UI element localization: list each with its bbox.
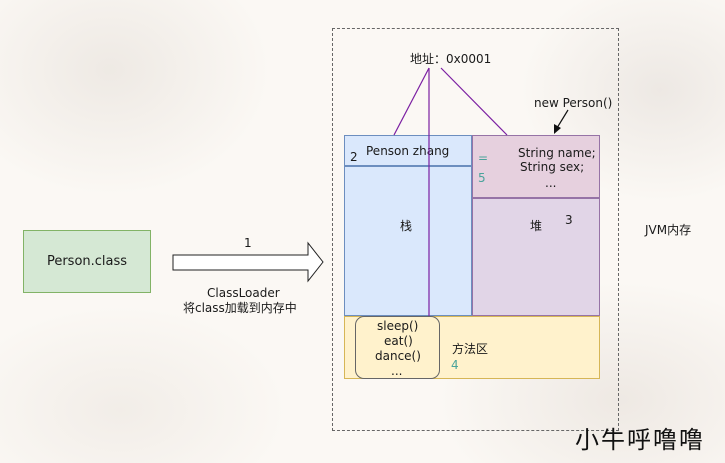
- heap-field-more: ...: [545, 176, 557, 190]
- address-label: 地址：0x0001: [410, 52, 492, 66]
- new-person-pointer-line: [556, 109, 569, 129]
- heap-area: [472, 198, 600, 316]
- heap-number-5: 5: [478, 171, 486, 185]
- jvm-memory-area: [332, 28, 619, 431]
- jvm-memory-label: JVM内存: [645, 223, 692, 237]
- stack-label: 栈: [400, 219, 413, 233]
- classloader-label: ClassLoader: [207, 286, 280, 300]
- heap-field-name: String name;: [518, 146, 596, 160]
- method-area-label: 方法区: [452, 342, 489, 356]
- person-class-label: Person.class: [46, 254, 128, 269]
- method-sleep: sleep(): [377, 319, 419, 333]
- address-line-heap: [440, 67, 508, 136]
- classloader-arrow: [172, 241, 324, 283]
- stack-reference-cell: [344, 135, 472, 166]
- method-eat: eat(): [384, 334, 413, 348]
- classloader-caption: 将class加载到内存中: [183, 301, 297, 315]
- watermark: 小牛呼噜噜: [575, 426, 705, 454]
- method-dance: dance(): [375, 349, 421, 363]
- methods-list-box: [355, 316, 440, 379]
- heap-number-3: 3: [565, 213, 573, 227]
- heap-label: 堆: [530, 219, 543, 233]
- step-1-number: 1: [244, 236, 252, 250]
- new-person-pointer-head: [554, 124, 561, 134]
- heap-object-cell: [472, 135, 600, 198]
- heap-equals-sign: =: [478, 151, 489, 165]
- new-person-label: new Person(): [534, 96, 613, 110]
- method-area-number-4: 4: [451, 358, 459, 372]
- method-more: ...: [391, 364, 403, 378]
- stack-area: [344, 166, 472, 316]
- address-line-stack: [393, 67, 430, 136]
- person-class-box: Person.class: [23, 230, 151, 293]
- heap-field-sex: String sex;: [520, 160, 585, 174]
- stack-ref-number: 2: [350, 150, 358, 164]
